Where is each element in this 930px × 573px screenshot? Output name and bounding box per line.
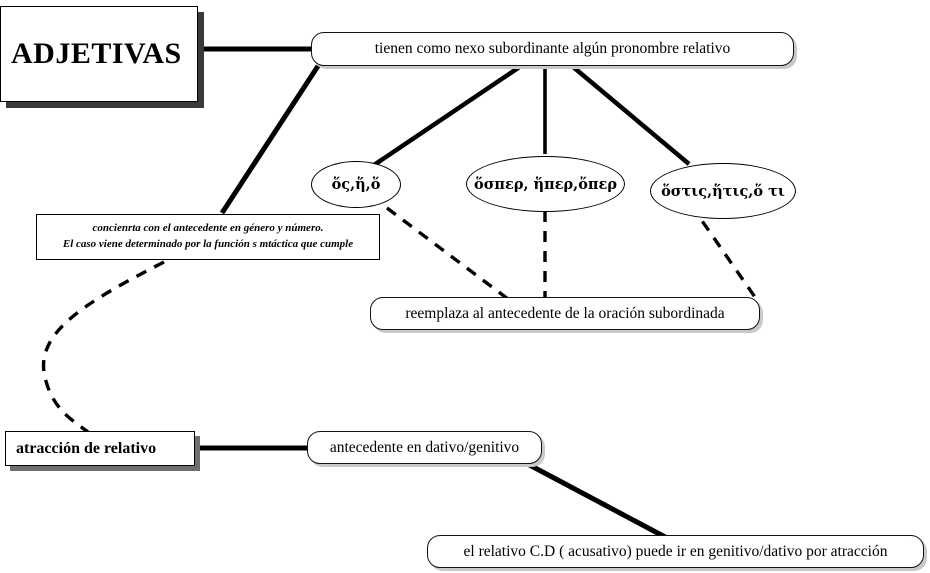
node-concordancia-line-1: concienrta con el antecedente en género … bbox=[92, 222, 324, 235]
node-nexo-subordinante[interactable]: tienen como nexo subordinante algún pron… bbox=[311, 32, 794, 66]
node-nexo-subordinante-label: tienen como nexo subordinante algún pron… bbox=[374, 40, 731, 57]
node-relativo-cd[interactable]: el relativo C.D ( acusativo) puede ir en… bbox=[427, 535, 924, 568]
node-pronombre-os[interactable]: ὅς,ἥ,ὅ bbox=[311, 161, 401, 208]
node-reemplaza-antecedente-label: reemplaza al antecedente de la oración s… bbox=[405, 304, 725, 322]
node-pronombre-ostis[interactable]: ὅστις,ἥτις,ὅ τι bbox=[650, 163, 796, 219]
node-atraccion-de-relativo-label: atracción de relativo bbox=[16, 439, 157, 457]
node-adjetivas-label: ADJETIVAS bbox=[11, 37, 182, 70]
edge-pron-ostis-to-reemplaza bbox=[689, 204, 759, 301]
node-pronombre-osper-label: ὅσπερ, ἥπερ,ὅπερ bbox=[474, 175, 617, 193]
node-antecedente-dativo-genitivo[interactable]: antecedente en dativo/genitivo bbox=[307, 431, 542, 464]
edge-nexo-to-pron-ostis bbox=[570, 64, 691, 166]
node-reemplaza-antecedente[interactable]: reemplaza al antecedente de la oración s… bbox=[370, 297, 760, 330]
edge-dativo-genitivo-to-relativo-cd bbox=[520, 458, 669, 541]
node-pronombre-ostis-label: ὅστις,ἥτις,ὅ τι bbox=[661, 182, 785, 200]
edge-concordancia-to-atraccion bbox=[41, 260, 165, 434]
node-relativo-cd-label: el relativo C.D ( acusativo) puede ir en… bbox=[463, 542, 888, 560]
node-pronombre-osper[interactable]: ὅσπερ, ἥπερ,ὅπερ bbox=[466, 156, 625, 212]
edge-nexo-to-pron-os bbox=[372, 64, 523, 167]
edge-nexo-to-concordancia bbox=[219, 64, 321, 215]
node-adjetivas[interactable]: ADJETIVAS bbox=[0, 6, 198, 102]
edge-pron-os-to-reemplaza bbox=[369, 194, 510, 301]
node-concordancia-line-2: El caso viene determinado por la función… bbox=[62, 238, 354, 250]
node-atraccion-de-relativo[interactable]: atracción de relativo bbox=[5, 431, 195, 466]
node-pronombre-os-label: ὅς,ἥ,ὅ bbox=[331, 176, 381, 193]
node-concordancia-nota[interactable]: concienrta con el antecedente en género … bbox=[36, 214, 380, 260]
node-antecedente-dativo-genitivo-label: antecedente en dativo/genitivo bbox=[329, 438, 520, 456]
